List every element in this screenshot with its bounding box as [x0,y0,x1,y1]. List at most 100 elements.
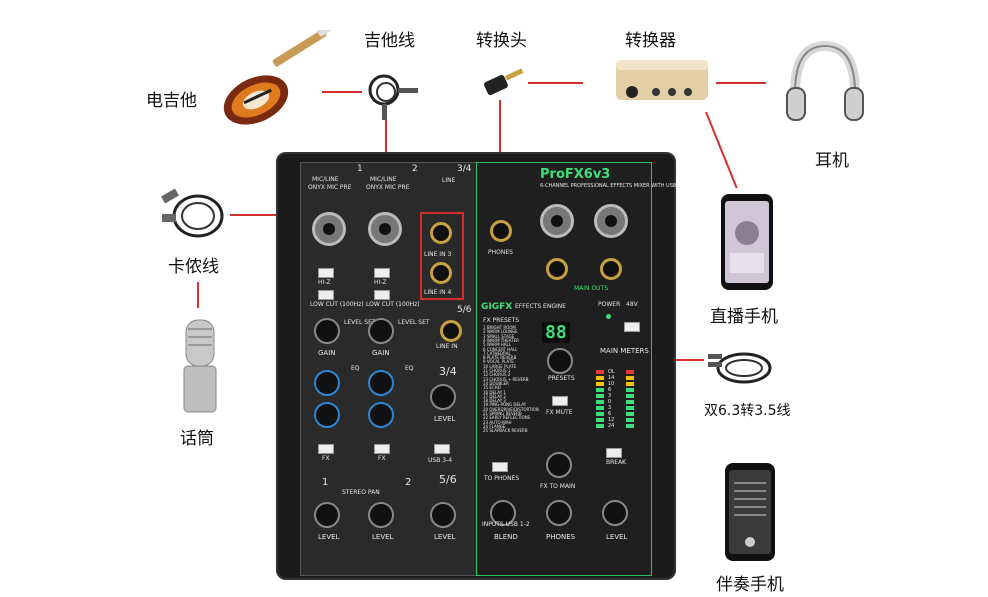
label-backing-phone: 伴奏手机 [716,575,784,595]
label-headphones: 耳机 [815,151,849,171]
meter-segment [596,382,604,386]
mixer-brand: ProFX6v3 [540,167,611,182]
break-switch[interactable] [606,448,622,458]
ch1-lowcut-switch[interactable] [318,290,334,300]
preset-item: 2 WARM LOUNGE [483,329,518,335]
phones-level-knob[interactable] [546,500,572,526]
inputs-usb-label: INPUTS USB 1-2 [482,521,530,528]
preset-item: 6 CONCERT HALL [483,346,518,352]
ch2-eq-label: EQ [405,365,414,372]
ch34-level-title: 3/4 [439,365,457,378]
ch2-hiz-switch[interactable] [374,268,390,278]
meter-label: 12 [608,417,615,423]
preset-item: 14 DOUBLER [483,380,509,386]
ch1-fx-switch[interactable] [318,444,334,454]
microphone-icon [183,319,217,413]
ch1-hiz-switch[interactable] [318,268,334,278]
line-in-3-label: LINE IN 3 [424,251,452,258]
ch1-eq-low-knob[interactable] [314,402,340,428]
power-led [606,314,611,319]
preset-item: 4 WARM THEATER [483,337,519,343]
ch2-lowcut-label: LOW CUT (100Hz) [366,301,420,308]
ch2-level-knob[interactable] [368,502,394,528]
line-converter-phone [705,111,738,189]
meter-segment [626,400,634,404]
dual-cable-icon [708,352,772,384]
ch1-eq-high-knob[interactable] [314,370,340,396]
main-level-label: LEVEL [606,533,628,541]
ch2-fx-label: FX [378,455,386,462]
main-level-knob[interactable] [602,500,628,526]
stereo-pan-label: STEREO PAN [342,489,380,496]
line-guitar-cable [322,91,362,93]
main-out-left-xlr[interactable] [540,204,574,238]
line-in-56-jack[interactable] [440,320,462,342]
ch2-hiz-label: HI-Z [374,279,387,286]
fx-to-main-knob[interactable] [546,452,572,478]
usb34-label: USB 3-4 [428,457,453,464]
line-in-3-jack[interactable] [430,222,452,244]
phones-label: PHONES [488,249,513,256]
line-in-4-label: LINE IN 4 [424,289,452,296]
ch2-fx-switch[interactable] [374,444,390,454]
meter-segment [596,406,604,410]
phones-jack[interactable] [490,220,512,242]
line-in-4-jack[interactable] [430,262,452,284]
ch2-lowcut-switch[interactable] [374,290,390,300]
meter-segment [596,412,604,416]
preset-item: 5 WARM HALL [483,342,511,348]
ch2-eq-low-knob[interactable] [368,402,394,428]
main-out-right-jack[interactable] [600,258,622,280]
meter-segment [626,388,634,392]
ch34-level-label: LEVEL [434,415,456,423]
converter-icon [616,60,708,100]
ch2-gain-knob[interactable] [368,318,394,344]
meter-segment [626,418,634,422]
preset-item: 16 DELAY 1 [483,389,506,395]
meter-label: 10 [608,381,615,387]
ch1-level-label: LEVEL [318,533,340,541]
ch56-level-title: 5/6 [439,473,457,486]
blend-knob[interactable] [490,500,516,526]
ch1-number: 1 [357,164,363,174]
fx-mute-switch[interactable] [552,396,568,406]
presets-knob[interactable] [547,348,573,374]
ch2-combo-jack[interactable] [368,212,402,246]
main-out-left-jack[interactable] [546,258,568,280]
ch1-combo-jack[interactable] [312,212,346,246]
meter-label: 24 [608,423,615,429]
preset-item: 19 PING-PONG DELAY [483,402,527,408]
meter-segment [626,382,634,386]
ch34-level-knob[interactable] [430,384,456,410]
ch2-pan-number: 2 [405,477,412,488]
headphones-icon [786,40,864,121]
meter-segment [596,370,604,374]
preset-item: 1 BRIGHT ROOM [483,325,516,330]
ch2-level-label: LEVEL [372,533,394,541]
guitar-cable-icon [368,74,418,120]
meter-label: 3 [608,405,612,411]
label-guitar-cable: 吉他线 [364,31,415,51]
ch1-gain-knob[interactable] [314,318,340,344]
blend-label: BLEND [494,533,518,541]
label-dual-cable: 双6.3转3.5线 [704,403,791,419]
meter-segment [626,406,634,410]
ch56-level-knob[interactable] [430,502,456,528]
effects-engine-label: EFFECTS ENGINE [515,303,567,310]
ch34-line: LINE [442,177,456,184]
to-phones-switch[interactable] [492,462,508,472]
meter-segment [626,376,634,380]
ch1-gain-label: GAIN [318,349,336,357]
ch1-level-knob[interactable] [314,502,340,528]
48v-switch[interactable] [624,322,640,332]
main-out-right-xlr[interactable] [594,204,628,238]
preset-item: 7 CATHEDRAL [483,350,511,356]
break-label: BREAK [606,459,627,466]
ch1-onyx: ONYX MIC PRE [308,184,352,191]
meter-segment [626,424,634,428]
meter-segment [596,376,604,380]
ch2-eq-high-knob[interactable] [368,370,394,396]
usb34-switch[interactable] [434,444,450,454]
preset-item: 10 LARGE PLATE [483,363,517,369]
ch1-mic-line: MIC/LINE [312,176,339,183]
